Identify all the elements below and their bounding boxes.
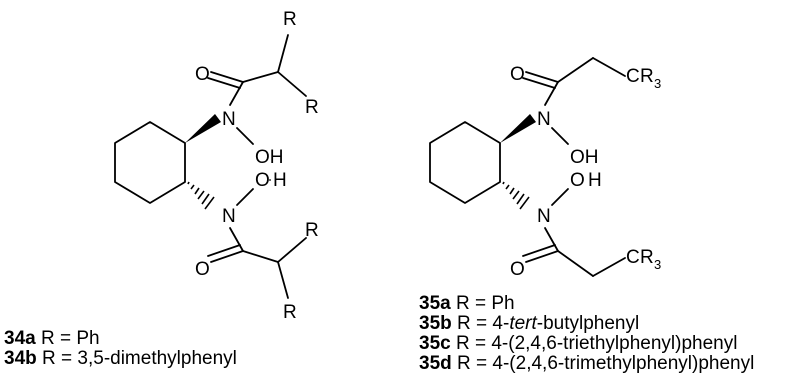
atom-h-lower-34: H	[273, 170, 287, 191]
atom-o-lower-34: O	[195, 259, 210, 280]
atom-c-lower-35: C	[626, 247, 640, 268]
cyclohexane-ring-35	[429, 121, 501, 204]
atom-o-lower-link-35: O	[570, 170, 585, 191]
atom-c-upper-35: C	[626, 66, 640, 87]
subscript-3-upper-35: 3	[654, 76, 661, 91]
compound-id: 35b	[419, 313, 452, 334]
compound-id: 34b	[4, 348, 37, 369]
atom-h-lower-35: H	[588, 170, 602, 191]
bond-c-o-lower-35-b	[522, 244, 556, 257]
caption-34a: 34a R = Ph	[4, 329, 237, 349]
bond-ch-r-bottom-lower-34	[277, 261, 289, 299]
bond-c-ch2-upper-35	[557, 57, 594, 83]
structure-35: O C R 3 N OH O H N C R 3 O	[429, 57, 661, 280]
bond-c-ch2-lower-35	[557, 250, 594, 277]
compound-id: 35c	[419, 333, 451, 354]
caption-text: R = 3,5-dimethylphenyl	[36, 348, 237, 369]
bond-c-o-upper-34-b	[207, 77, 241, 89]
bond-n-o-upper-34	[236, 127, 254, 145]
captions-35: 35a R = Ph 35b R = 4-tert-butylphenyl 35…	[419, 294, 754, 374]
bond-n-c-lower-35	[544, 227, 559, 252]
bond-c-o-upper-35-a	[525, 71, 559, 83]
bond-c-o-lower-35-a	[525, 250, 559, 263]
caption-35c: 35c R = 4-(2,4,6-triethylphenyl)phenyl	[419, 334, 754, 354]
bond-n-o-lower-35	[551, 188, 569, 206]
compound-id: 35a	[419, 293, 451, 314]
bond-c-o-lower-34-a	[210, 250, 244, 263]
atom-r-lower-35: R	[640, 247, 654, 268]
caption-text: R = Ph	[450, 293, 515, 314]
atom-r-lower-side-34: R	[305, 220, 319, 241]
bond-c-o-lower-34-b	[207, 244, 241, 257]
caption-text: R = 4-	[451, 313, 510, 334]
structure-34: R O R N OH O N R O R H	[114, 9, 319, 323]
wedge-bond-34-upper	[185, 114, 221, 143]
bond-n-c-upper-35	[544, 81, 559, 106]
hashed-bond-35-lower	[502, 181, 530, 210]
captions-34: 34a R = Ph 34b R = 3,5-dimethylphenyl	[4, 329, 237, 369]
compound-id: 34a	[4, 328, 36, 349]
bond-n-o-upper-35	[551, 127, 569, 145]
caption-text: R = 4-(2,4,6-triethylphenyl)phenyl	[450, 333, 738, 354]
bond-ch2-c-upper-35	[592, 57, 626, 77]
atom-n-lower-35: N	[537, 206, 551, 227]
atom-r-top-34: R	[283, 9, 297, 30]
bond-c-ch-upper-34	[242, 71, 279, 83]
atom-oh-upper-35: OH	[570, 147, 599, 168]
bond-c-o-upper-35-b	[522, 77, 556, 89]
cyclohexane-ring-34	[114, 121, 186, 204]
caption-italic: tert	[509, 313, 537, 334]
bond-c-ch-lower-34	[242, 250, 279, 263]
atom-r-upper-35: R	[640, 66, 654, 87]
caption-text-after: -butylphenyl	[536, 313, 640, 334]
atom-o-upper-34: O	[195, 64, 210, 85]
subscript-3-lower-35: 3	[654, 257, 661, 272]
atom-o-lower-35: O	[510, 259, 525, 280]
atom-n-upper-35: N	[537, 109, 551, 130]
bond-ch-r-side-lower-34	[277, 237, 307, 263]
bond-n-c-lower-34	[229, 227, 244, 252]
bond-ch-r-side-34	[277, 71, 307, 97]
hashed-bond-34-lower	[187, 181, 215, 210]
atom-o-lower-link-34: O	[255, 170, 270, 191]
atom-r-bottom-34: R	[283, 302, 297, 323]
wedge-bond-35-upper	[500, 114, 536, 143]
caption-35a: 35a R = Ph	[419, 294, 754, 314]
atom-n-upper-34: N	[222, 109, 236, 130]
compound-id: 35d	[419, 353, 452, 374]
caption-34b: 34b R = 3,5-dimethylphenyl	[4, 349, 237, 369]
bond-n-c-upper-34	[229, 81, 244, 106]
atom-r-upper-side-34: R	[305, 97, 319, 118]
bond-c-o-upper-34-a	[210, 71, 244, 83]
atom-oh-upper-34: OH	[255, 147, 284, 168]
caption-text: R = Ph	[35, 328, 100, 349]
atom-o-upper-35: O	[510, 64, 525, 85]
caption-text: R = 4-(2,4,6-trimethylphenyl)phenyl	[451, 353, 755, 374]
caption-35b: 35b R = 4-tert-butylphenyl	[419, 314, 754, 334]
atom-n-lower-34: N	[222, 206, 236, 227]
caption-35d: 35d R = 4-(2,4,6-trimethylphenyl)phenyl	[419, 354, 754, 374]
bond-n-o-lower-34	[236, 188, 254, 206]
bond-ch-r-top-34	[277, 34, 289, 73]
bond-ch2-c-lower-35	[592, 257, 626, 277]
